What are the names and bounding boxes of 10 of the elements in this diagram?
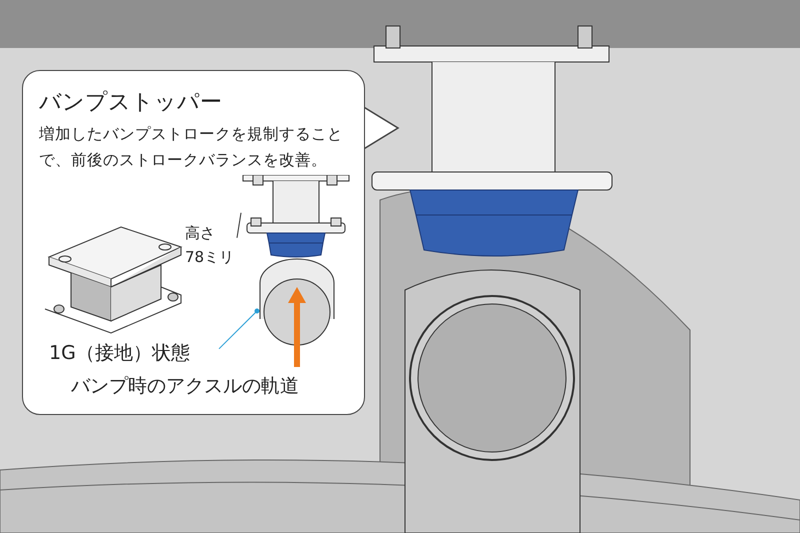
caption-text: バンプ時のアクスルの軌道 xyxy=(71,374,299,399)
callout-title: バンプストッパー xyxy=(39,89,222,117)
dimension-text: 高さ 78ミリ xyxy=(185,223,236,268)
leader-line xyxy=(236,212,242,238)
bump-stopper-picture xyxy=(241,175,351,259)
callout-bubble xyxy=(22,70,365,415)
description-text: 増加したバンプストロークを規制することで、前後のストロークバランスを改善。 xyxy=(39,124,344,171)
callout-label: 1G（接地）状態 xyxy=(49,341,191,366)
leader-line xyxy=(218,308,260,350)
axle-picture xyxy=(257,257,337,347)
